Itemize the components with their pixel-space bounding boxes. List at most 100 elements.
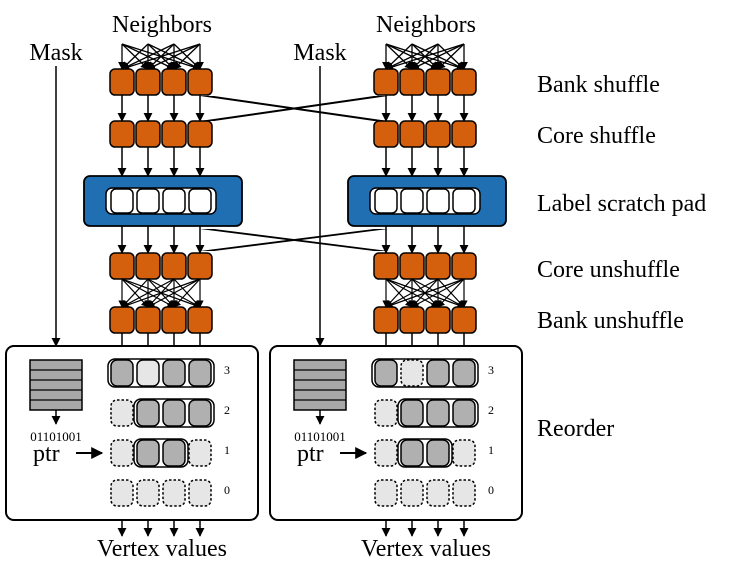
switch-node: [451, 120, 477, 148]
ptr-label-left: ptr: [33, 441, 60, 467]
neighbors-label-right: Neighbors: [376, 12, 476, 38]
switch-node: [161, 68, 187, 96]
reorder-slot-filled: [426, 399, 450, 427]
switch-node: [187, 120, 213, 148]
ptr-label-right: ptr: [297, 441, 324, 467]
bitmask-label-left: 01101001: [30, 429, 82, 444]
reorder-slot-filled: [374, 359, 398, 387]
scratch-pad-slot: [188, 188, 212, 214]
scratch-pad-slot: [374, 188, 398, 214]
switch-node: [187, 252, 213, 280]
pipeline-blocks: [83, 68, 507, 334]
unshuffle-wire: [437, 278, 465, 308]
reorder-slot-filled: [162, 359, 186, 387]
reorder-slot-filled: [136, 399, 160, 427]
scratch-pad-slot: [400, 188, 424, 214]
neighbor-wire: [411, 43, 465, 70]
reorder-fill-frame: [397, 398, 479, 428]
reorder-slot-empty: [136, 359, 160, 387]
reorder-slot-dotted: [374, 479, 398, 507]
reorder-slot-dotted: [374, 399, 398, 427]
stage-label-reorder: Reorder: [537, 416, 614, 442]
reorder-slot-dotted: [452, 439, 476, 467]
switch-node: [373, 306, 399, 334]
neighbor-wire: [385, 43, 439, 70]
switch-node: [161, 252, 187, 280]
reorder-slot-dotted: [188, 479, 212, 507]
switch-node: [451, 306, 477, 334]
mask-label-left: Mask: [29, 40, 82, 66]
reorder-slot-dotted: [188, 439, 212, 467]
switch-node: [161, 306, 187, 334]
crossbar-wires: [51, 43, 469, 537]
unshuffle-wire: [385, 278, 439, 308]
scratch-pad-slot: [426, 188, 450, 214]
fifo-stack-icon: [293, 359, 347, 411]
reorder-slot-dotted: [136, 479, 160, 507]
reorder-slot-filled: [188, 399, 212, 427]
crossbar-band: [200, 229, 388, 251]
reorder-slot-dotted: [400, 479, 424, 507]
switch-node: [187, 68, 213, 96]
bitmask-label-right: 01101001: [294, 429, 346, 444]
reorder-fill-frame: [397, 438, 453, 468]
neighbor-wire: [121, 43, 175, 70]
reorder-units: [5, 345, 523, 521]
neighbor-wire: [385, 43, 465, 71]
row-index-0-left: 0: [224, 483, 230, 497]
reorder-slot-dotted: [426, 479, 450, 507]
reorder-fill-frame: [371, 358, 479, 388]
switch-node: [373, 252, 399, 280]
reorder-slot-filled: [426, 359, 450, 387]
switch-node: [399, 306, 425, 334]
row-index-2-left: 2: [224, 403, 230, 417]
scratch-pad-slot: [162, 188, 186, 214]
reorder-slot-dotted: [110, 439, 134, 467]
row-index-2-right: 2: [488, 403, 494, 417]
switch-node: [399, 252, 425, 280]
row-index-1-right: 1: [488, 443, 494, 457]
reorder-fill-frame: [107, 358, 215, 388]
reorder-slot-filled: [162, 439, 186, 467]
switch-node: [451, 252, 477, 280]
reorder-slot-filled: [110, 359, 134, 387]
stage-label-bank-shuffle: Bank shuffle: [537, 72, 660, 98]
row-index-0-right: 0: [488, 483, 494, 497]
neighbor-wire: [147, 43, 201, 70]
switch-node: [451, 68, 477, 96]
switch-node: [109, 252, 135, 280]
stage-label-core-unshuffle: Core unshuffle: [537, 257, 680, 283]
switch-node: [109, 120, 135, 148]
reorder-slot-filled: [188, 359, 212, 387]
switch-node: [161, 120, 187, 148]
row-index-3-left: 3: [224, 363, 230, 377]
reorder-slot-filled: [452, 399, 476, 427]
reorder-slot-filled: [452, 359, 476, 387]
scratch-pad-slot: [136, 188, 160, 214]
row-index-1-left: 1: [224, 443, 230, 457]
vertex-values-label-left: Vertex values: [97, 536, 227, 562]
unshuffle-wire: [411, 278, 465, 308]
reorder-fill-frame: [133, 398, 215, 428]
switch-node: [373, 68, 399, 96]
reorder-slot-filled: [162, 399, 186, 427]
switch-node: [109, 68, 135, 96]
switch-node: [109, 306, 135, 334]
reorder-slot-filled: [400, 439, 424, 467]
switch-node: [425, 68, 451, 96]
reorder-slot-filled: [400, 399, 424, 427]
switch-node: [135, 68, 161, 96]
scratch-pad-slot: [110, 188, 134, 214]
neighbors-label-left: Neighbors: [112, 12, 212, 38]
neighbor-wire: [437, 43, 465, 70]
stage-label-label-scratch-pad: Label scratch pad: [537, 191, 706, 217]
unshuffle-wire: [173, 278, 201, 308]
reorder-fill-frame: [133, 438, 189, 468]
unshuffle-wire: [121, 278, 201, 309]
switch-node: [135, 120, 161, 148]
reorder-slot-dotted: [452, 479, 476, 507]
reorder-slot-dotted: [162, 479, 186, 507]
stage-label-bank-unshuffle: Bank unshuffle: [537, 308, 684, 334]
switch-node: [399, 68, 425, 96]
